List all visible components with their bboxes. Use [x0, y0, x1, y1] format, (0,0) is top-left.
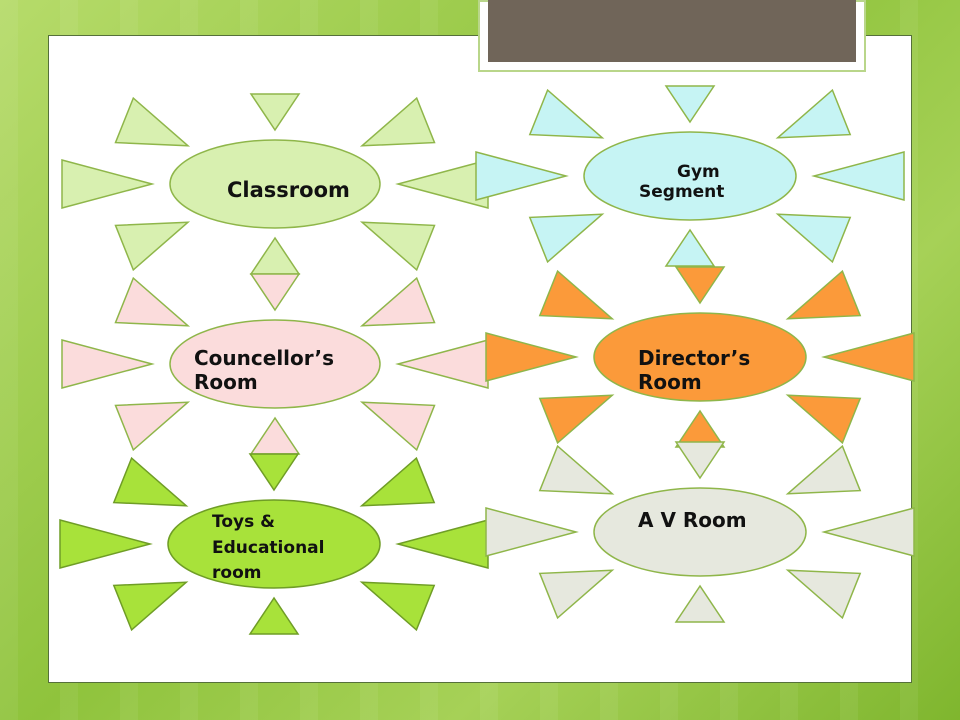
ray-up [249, 273, 301, 312]
ray-down [674, 584, 726, 623]
sun-av-room [485, 441, 915, 623]
ray-down [249, 236, 301, 275]
sun-ellipse [169, 319, 381, 409]
sun-ellipse [167, 499, 381, 589]
ray-up-right [359, 456, 436, 507]
label-toys-educational-room: Toys & Educational room [212, 512, 325, 583]
ray-right [811, 151, 905, 201]
title-placeholder [488, 0, 856, 62]
ray-right [395, 159, 489, 209]
ray-up [674, 266, 726, 305]
label-directors-room: Director’s Room [638, 346, 751, 394]
ray-down [249, 416, 301, 455]
ray-right [821, 507, 915, 557]
ray-up [664, 85, 716, 124]
ray-left [61, 339, 155, 389]
ray-down-left [538, 394, 615, 445]
sun-ellipse [593, 487, 807, 577]
label-gym-segment: Gym Segment [639, 162, 725, 203]
sun-ellipse [169, 139, 381, 229]
sun-toys-educational-room [59, 453, 489, 635]
sun-directors-room [485, 266, 915, 448]
ray-up-left [114, 276, 191, 327]
ray-left [59, 519, 153, 569]
sun-classroom [61, 93, 489, 275]
ray-down-left [112, 581, 189, 632]
ray-up-right [785, 269, 862, 320]
ray-down-right [359, 581, 436, 632]
ray-up [248, 453, 300, 492]
label-classroom: Classroom [227, 178, 350, 202]
ray-up-left [528, 88, 605, 139]
ray-down-left [528, 213, 605, 264]
ray-left [61, 159, 155, 209]
ray-left [475, 151, 569, 201]
ray-right [821, 332, 915, 382]
ray-up-right [359, 96, 436, 147]
ray-down [248, 596, 300, 635]
sun-gym-segment [475, 85, 905, 267]
ray-down-left [114, 401, 191, 452]
sun-ellipse [593, 312, 807, 402]
ray-down-right [359, 401, 436, 452]
ray-up-right [775, 88, 852, 139]
label-councellors-room: Councellor’s Room [194, 346, 334, 394]
ray-up-left [114, 96, 191, 147]
ray-up-left [538, 444, 615, 495]
label-av-room: A V Room [638, 508, 747, 532]
sun-councellors-room [61, 273, 489, 455]
ray-up-right [359, 276, 436, 327]
ray-down-right [785, 394, 862, 445]
ray-down-right [785, 569, 862, 620]
ray-up-right [785, 444, 862, 495]
ray-down-right [775, 213, 852, 264]
ray-left [485, 507, 579, 557]
ray-up-left [538, 269, 615, 320]
ray-right [395, 519, 489, 569]
sun-ellipse [583, 131, 797, 221]
ray-down [664, 228, 716, 267]
ray-down-left [538, 569, 615, 620]
ray-down-right [359, 221, 436, 272]
ray-right [395, 339, 489, 389]
ray-up-left [112, 456, 189, 507]
ray-up [674, 441, 726, 480]
ray-up [249, 93, 301, 132]
ray-left [485, 332, 579, 382]
ray-down-left [114, 221, 191, 272]
